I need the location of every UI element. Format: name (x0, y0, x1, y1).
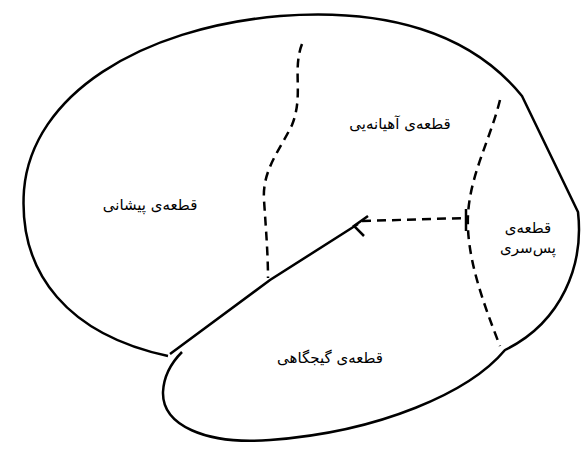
brain-outline (24, 15, 579, 441)
lobe-label: قطعه‌ی پس‌سری (493, 218, 563, 259)
fissure-tip (354, 216, 368, 236)
lobe-label: قطعه‌ی پیشانی (103, 195, 198, 215)
boundary-tick (465, 209, 468, 231)
horizontal-boundary (362, 218, 466, 221)
lobe-label: قطعه‌ی آهیانه‌یی (349, 114, 450, 134)
parieto-occipital-line (468, 100, 500, 346)
central-sulcus (264, 44, 302, 278)
lobe-label: قطعه‌ی گیجگاهی (277, 348, 383, 368)
lateral-fissure (170, 224, 358, 354)
